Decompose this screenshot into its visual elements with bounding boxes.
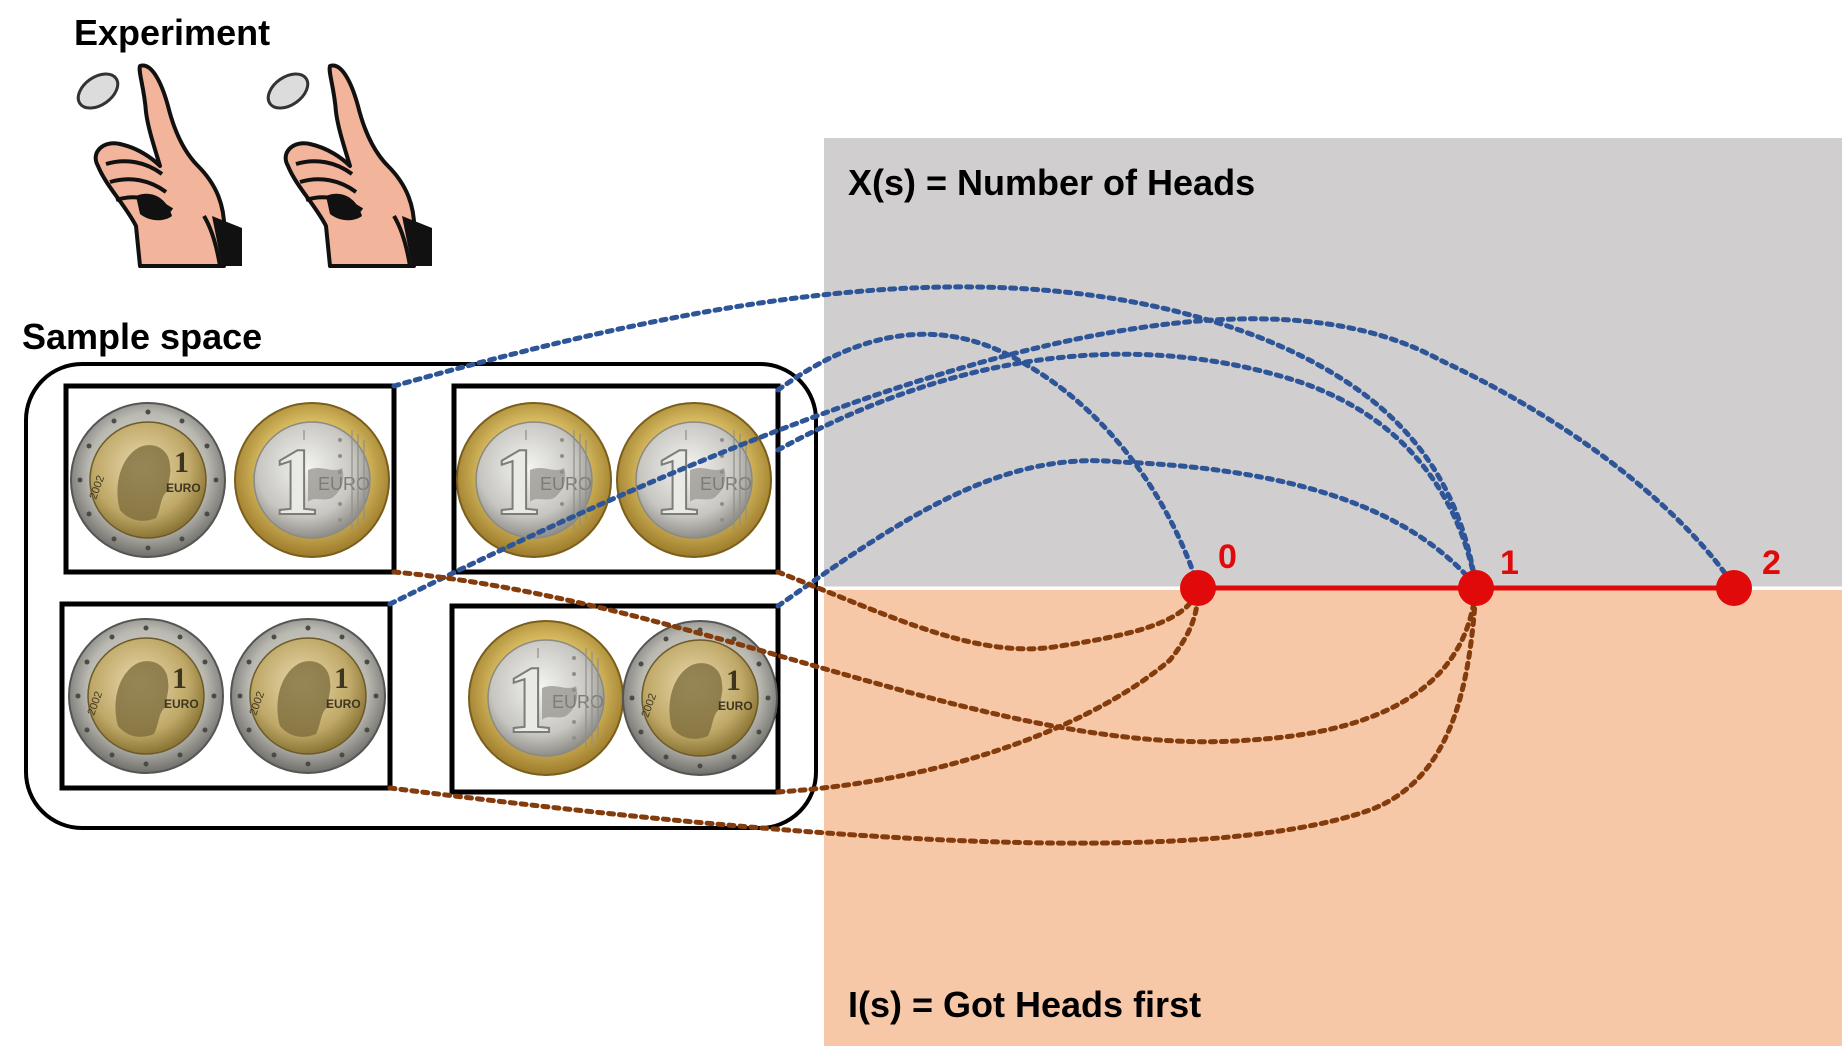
x-mapping-heads-tails (391, 284, 1479, 589)
heads-coin-icon (230, 618, 386, 774)
outcome-box-heads-heads (59, 601, 393, 791)
heads-coin-icon (70, 402, 226, 558)
heads-coin-icon (622, 620, 778, 776)
i-mapping-heads-heads (387, 585, 1479, 846)
i-mapping-heads-tails (391, 569, 1479, 745)
i-function-panel (824, 590, 1842, 1046)
i-function-label: I(s) = Got Heads first (848, 984, 1202, 1025)
flipping-hand-1 (69, 63, 245, 269)
value-point-1 (1458, 570, 1494, 606)
value-point-2 (1716, 570, 1752, 606)
x-function-label: X(s) = Number of Heads (848, 162, 1256, 203)
heads-coin-icon (68, 618, 224, 774)
value-label-1: 1 (1500, 544, 1519, 582)
tails-coin-icon (234, 402, 390, 558)
x-mapping-tails-heads-2 (775, 458, 1479, 609)
i-mapping-tails-heads (775, 585, 1201, 795)
value-label-0: 0 (1218, 538, 1237, 576)
sample-space-frame (24, 362, 818, 830)
value-point-0 (1180, 570, 1216, 606)
sample-space-title: Sample space (22, 316, 263, 357)
x-mapping-tails-tails (775, 331, 1201, 589)
experiment-title: Experiment (74, 12, 271, 53)
tails-coin-icon (616, 402, 772, 558)
flipping-hand-2 (259, 63, 434, 269)
tails-coin-icon (468, 620, 624, 776)
value-label-2: 2 (1762, 544, 1781, 582)
outcome-box-heads-tails (63, 383, 397, 575)
x-mapping-heads-heads (387, 316, 1737, 607)
outcome-box-tails-heads (449, 603, 781, 795)
i-mapping-tails-tails (775, 569, 1201, 652)
x-mapping-tails-heads (775, 351, 1479, 589)
outcome-box-tails-tails (451, 383, 781, 575)
